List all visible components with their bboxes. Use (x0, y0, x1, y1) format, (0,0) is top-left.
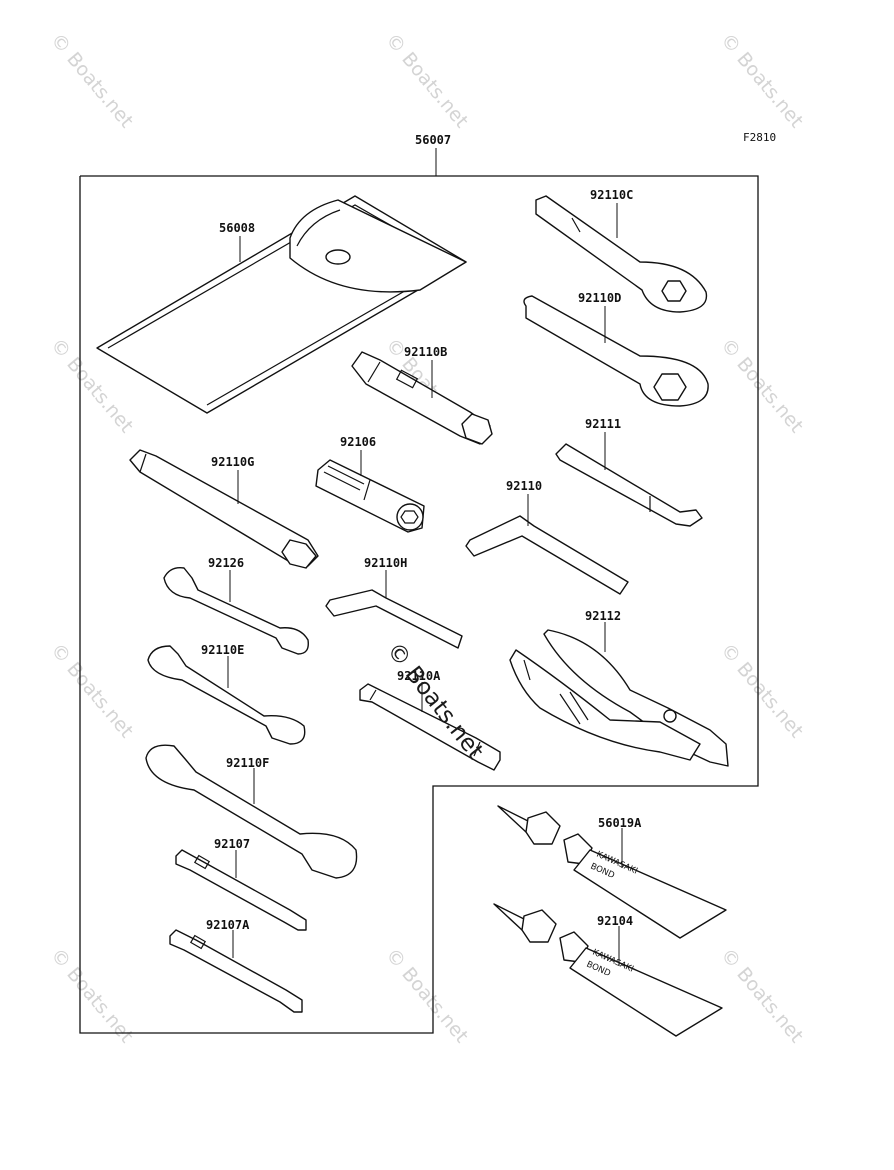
label-56019a: 56019A (598, 816, 642, 830)
bond-tube-56019a: KAWASAKI BOND 56019A (497, 805, 727, 939)
label-92110h: 92110H (364, 556, 407, 570)
label-92110g: 92110G (211, 455, 254, 469)
label-92110d: 92110D (578, 291, 621, 305)
ring-wrench-92110d: 92110D (523, 291, 709, 407)
label-92104: 92104 (597, 914, 633, 928)
open-wrench-92126: 92126 (163, 556, 309, 655)
label-92110a: 92110A (397, 669, 441, 683)
kit-frame (79, 175, 759, 1034)
label-92126: 92126 (208, 556, 244, 570)
watermark-9: © Boats.net (46, 944, 137, 1047)
tool-pouch: 56008 (96, 195, 467, 414)
watermarks: © Boats.net © Boats.net © Boats.net © Bo… (46, 29, 807, 1047)
watermark-10: © Boats.net (381, 944, 472, 1047)
plug-wrench-92106: 92106 (315, 435, 425, 533)
open-wrench-92110e: 92110E (147, 643, 306, 745)
watermark-6: © Boats.net (716, 334, 807, 437)
label-92107a: 92107A (206, 918, 250, 932)
watermark-3: © Boats.net (716, 29, 807, 132)
screwdriver-92107: 92107 (175, 837, 307, 931)
watermark-7: © Boats.net (46, 639, 137, 742)
spanner-92110a: 92110A (359, 669, 501, 771)
label-92112: 92112 (585, 609, 621, 623)
ring-wrench-92110c: 92110C (535, 188, 708, 313)
extension-bar-92110g: 92110G (129, 449, 319, 569)
screwdriver-92107a: 92107A (169, 918, 303, 1013)
label-56007: 56007 (415, 133, 451, 147)
hex-key-92110h: 92110H (325, 556, 463, 649)
label-92110f: 92110F (226, 756, 269, 770)
watermark-1: © Boats.net (46, 29, 137, 132)
label-92110e: 92110E (201, 643, 244, 657)
label-92107: 92107 (214, 837, 250, 851)
figure-code: F2810 (743, 131, 776, 144)
label-56008: 56008 (219, 221, 255, 235)
hex-key-92110: 92110 (465, 479, 629, 595)
open-wrench-92110f: 92110F (145, 744, 358, 879)
label-92110: 92110 (506, 479, 542, 493)
watermark-8: © Boats.net (716, 639, 807, 742)
watermark-2: © Boats.net (381, 29, 472, 132)
label-92110b: 92110B (404, 345, 447, 359)
box-wrench-92110b: 92110B (351, 345, 493, 445)
label-92111: 92111 (585, 417, 621, 431)
pliers-92112: 92112 (509, 609, 729, 767)
label-92110c: 92110C (590, 188, 633, 202)
watermark-11: © Boats.net (716, 944, 807, 1047)
handle-bar-92111: 92111 (555, 417, 703, 527)
label-92106: 92106 (340, 435, 376, 449)
